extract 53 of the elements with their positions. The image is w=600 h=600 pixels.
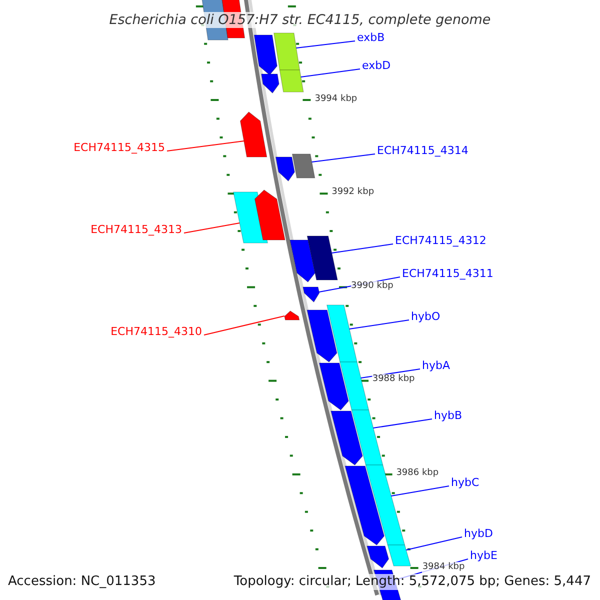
gene-label: hybD (464, 527, 493, 540)
gene-bar (306, 236, 338, 280)
gene-block (318, 362, 349, 410)
gene-bar (274, 32, 300, 70)
gene-block (290, 240, 316, 282)
leader-line (296, 40, 356, 48)
leader-line (331, 244, 394, 254)
gene-block (344, 466, 385, 546)
scale-label: 3984 kbp (422, 562, 465, 573)
gene-block (261, 74, 280, 94)
gene-label: hybE (470, 549, 498, 562)
gene-label: hybB (434, 409, 462, 422)
gene-bar (340, 362, 370, 410)
scale-label: 3986 kbp (396, 468, 439, 479)
gene-label: ECH74115_4313 (90, 223, 182, 236)
gene-label: exbB (357, 31, 385, 44)
gene-block (306, 310, 338, 362)
gene-label: exbD (362, 59, 391, 72)
gene-label: ECH74115_4314 (377, 144, 468, 157)
scale-label: 3988 kbp (372, 374, 415, 385)
gene-block (330, 410, 363, 466)
scale-label: 3990 kbp (350, 281, 394, 292)
gene-bar (351, 410, 384, 466)
scale-label: 3994 kbp (314, 94, 358, 105)
leader-line (406, 536, 462, 550)
leader-line (166, 140, 244, 152)
gene-label: hybC (451, 476, 480, 489)
leader-line (348, 320, 410, 330)
gene-block (240, 112, 268, 158)
gene-label: ECH74115_4315 (74, 141, 165, 154)
genome-summary-text: Topology: circular; Length: 5,572,075 bp; Genes: 5,447 (234, 574, 591, 590)
gene-label: ECH74115_4310 (110, 325, 202, 338)
leader-line (204, 316, 285, 336)
gene-bar (292, 154, 316, 178)
gene-bar (387, 544, 412, 566)
gene-bar (326, 304, 358, 362)
gene-block (284, 310, 300, 320)
gene-bar (279, 70, 304, 92)
leader-line (300, 68, 360, 78)
leader-line (311, 154, 376, 162)
accession-text: Accession: NC_011353 (8, 574, 156, 590)
gene-label: ECH74115_4312 (395, 234, 486, 247)
gene-label: ECH74115_4311 (402, 267, 494, 280)
gene-label: hybO (411, 310, 440, 323)
gene-label: hybA (422, 359, 450, 372)
map-title: Escherichia coli O157:H7 str. EC4115, complete genome (107, 12, 493, 28)
scale-label: 3992 kbp (332, 187, 374, 198)
gene-block (254, 190, 286, 240)
leader-line (184, 222, 240, 234)
leader-line (372, 418, 432, 428)
leader-line (390, 486, 450, 496)
gene-block (275, 156, 295, 182)
gene-block (302, 286, 320, 302)
